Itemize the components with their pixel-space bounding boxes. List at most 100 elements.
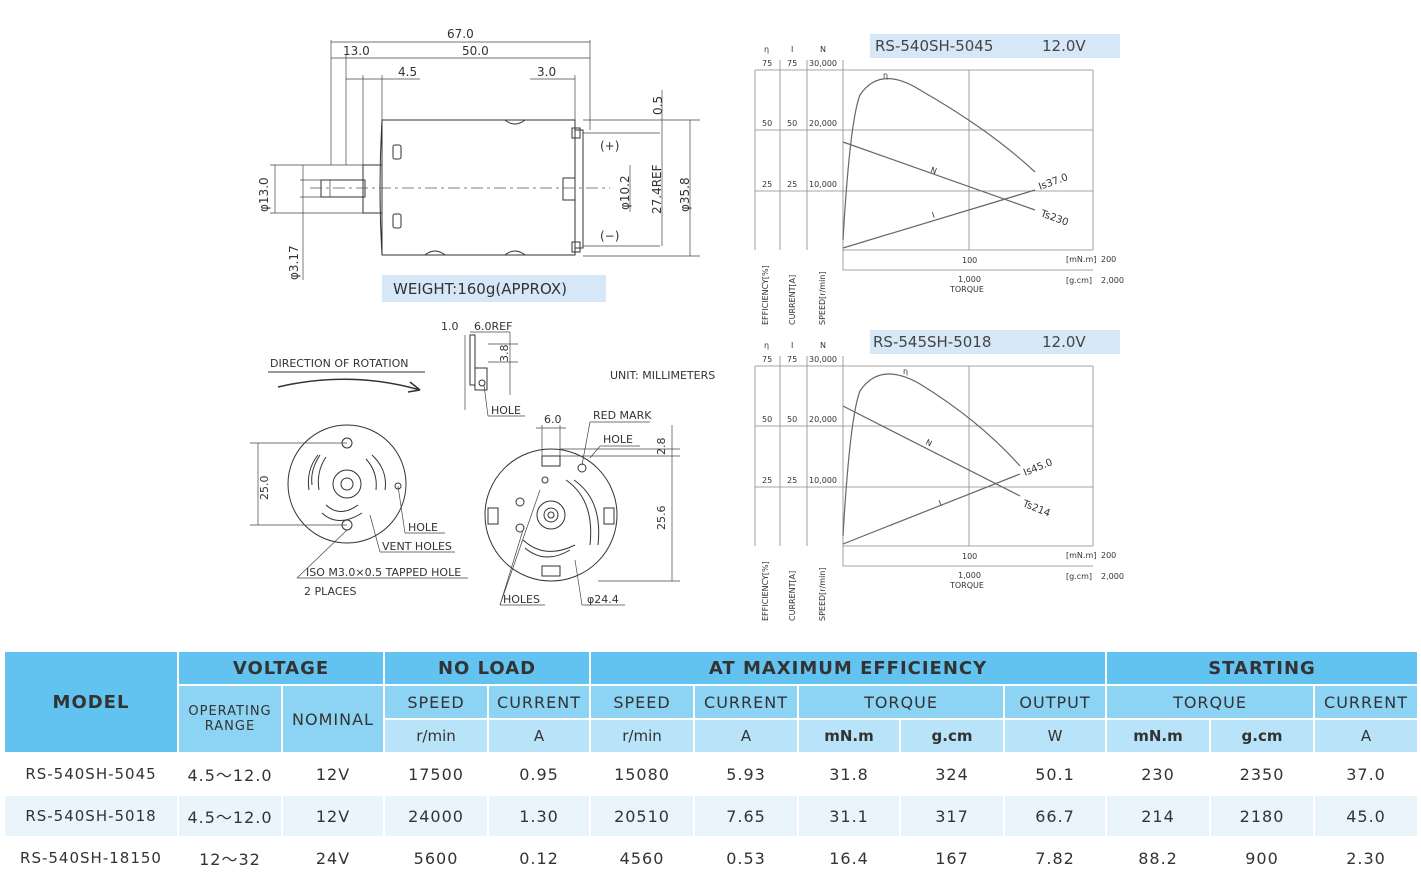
axis-head-i: I	[791, 341, 793, 350]
dim-6-0: 6.0	[544, 413, 562, 426]
eff-tick-50: 50	[762, 415, 772, 424]
header-row-3: r/min A r/min A mN.m g.cm W mN.m g.cm A	[4, 718, 1420, 754]
table-cell: 0.53	[693, 836, 800, 880]
table-cell: 12V	[280, 794, 386, 838]
header-row-1: MODEL VOLTAGE NO LOAD AT MAXIMUM EFFICIE…	[3, 650, 1420, 754]
dim-27-4-ref: 27.4REF	[650, 164, 664, 214]
table-cell: 324	[899, 752, 1006, 796]
table-cell: 214	[1105, 794, 1212, 838]
unit-st-torque-mnm: mN.m	[1105, 718, 1212, 754]
axis-head-eta: η	[764, 45, 769, 54]
gcm-tick-1000: 1,000	[958, 571, 981, 580]
vlabel-current: CURRENT[A]	[788, 275, 797, 325]
table-cell: 16.4	[797, 836, 902, 880]
table-cell: 50.1	[1003, 752, 1108, 796]
gcm-tick-2000: 2,000	[1101, 276, 1124, 285]
header-st-torque: TORQUE	[1105, 684, 1316, 720]
red-mark-label: RED MARK	[593, 409, 652, 422]
curve-label-i: I	[931, 211, 936, 220]
table-cell: 2180	[1209, 794, 1316, 838]
vlabel-speed: SPEED[r/min]	[818, 272, 827, 325]
spd-tick-30000: 30,000	[809, 355, 837, 364]
holes-label: HOLES	[503, 593, 540, 606]
curve-label-ts: Ts230	[1038, 208, 1070, 229]
dim-dia-13: φ13.0	[257, 177, 271, 212]
unit-me-output: W	[1003, 718, 1108, 754]
cur-tick-50: 50	[787, 119, 797, 128]
dim-4-5: 4.5	[398, 65, 417, 79]
table-cell: 317	[899, 794, 1006, 838]
unit-me-torque-gcm: g.cm	[899, 718, 1006, 754]
performance-chart-rs-545sh-5018: RS-545SH-5018 12.0V η I N 75 50 25 75 50…	[754, 330, 1124, 621]
dim-13: 13.0	[343, 44, 370, 58]
model-cell: RS-540SH-5018	[3, 794, 179, 838]
header-me-speed: SPEED	[589, 684, 696, 720]
mnm-tick-100: 100	[962, 256, 977, 265]
table-cell: 45.0	[1313, 794, 1420, 838]
table-cell: 2.30	[1313, 836, 1420, 880]
torque-label: TORQUE	[949, 285, 984, 294]
dim-dia-24-4: φ24.4	[587, 593, 619, 606]
unit-label: UNIT: MILLIMETERS	[610, 369, 715, 382]
table-cell: 12V	[280, 752, 386, 796]
table-cell: 24000	[383, 794, 490, 838]
terminal-hole-label: HOLE	[491, 404, 521, 417]
front-hole-label: HOLE	[408, 521, 438, 534]
dim-67: 67.0	[447, 27, 474, 41]
unit-me-speed: r/min	[589, 718, 696, 754]
curve-label-is: Is37.0	[1037, 172, 1069, 193]
axis-head-n: N	[820, 45, 826, 54]
table-cell: 4560	[589, 836, 696, 880]
unit-me-current: A	[693, 718, 800, 754]
vlabel-efficiency: EFFICIENCY[%]	[761, 561, 770, 621]
dim-50: 50.0	[462, 44, 489, 58]
table-cell: 5600	[383, 836, 490, 880]
table-cell: 37.0	[1313, 752, 1420, 796]
header-starting: STARTING	[1105, 650, 1420, 686]
vlabel-speed: SPEED[r/min]	[818, 568, 827, 621]
cur-tick-50: 50	[787, 415, 797, 424]
dim-2-8: 2.8	[655, 438, 668, 456]
chart-model: RS-540SH-5045	[875, 37, 993, 55]
spd-tick-30000: 30,000	[809, 59, 837, 68]
unit-st-current: A	[1313, 718, 1420, 754]
table-cell: 0.95	[487, 752, 592, 796]
header-max-efficiency: AT MAXIMUM EFFICIENCY	[589, 650, 1108, 686]
axis-head-eta: η	[764, 341, 769, 350]
eff-tick-50: 50	[762, 119, 772, 128]
rear-view: 6.0 RED MARK HOLE 2.8 25.6 HOLES φ24.4	[484, 409, 680, 606]
spd-tick-20000: 20,000	[809, 415, 837, 424]
motor-side-view: 67.0 13.0 50.0 4.5 3.0 (+) (−)	[257, 27, 700, 302]
mnm-unit: [mN.m]	[1066, 551, 1096, 560]
axis-head-n: N	[820, 341, 826, 350]
curve-label-eta: η	[883, 71, 888, 80]
rear-hole-label: HOLE	[603, 433, 633, 446]
technical-drawing: 67.0 13.0 50.0 4.5 3.0 (+) (−)	[250, 27, 1124, 621]
torque-label: TORQUE	[949, 581, 984, 590]
dim-dia-3-17: φ3.17	[287, 245, 301, 280]
specification-table: MODEL VOLTAGE NO LOAD AT MAXIMUM EFFICIE…	[3, 650, 1420, 880]
cur-tick-25: 25	[787, 180, 797, 189]
terminal-plus-label: (+)	[600, 139, 619, 153]
table-cell: 15080	[589, 752, 696, 796]
curve-label-n: N	[924, 438, 933, 449]
two-places-label: 2 PLACES	[304, 585, 356, 598]
header-row-2: OPERATING RANGE NOMINAL SPEED CURRENT SP…	[4, 684, 1420, 754]
direction-label: DIRECTION OF ROTATION	[270, 357, 409, 370]
cur-tick-75: 75	[787, 59, 797, 68]
header-operating-range: OPERATING RANGE	[177, 684, 283, 754]
chart-model: RS-545SH-5018	[873, 333, 991, 351]
unit-nl-speed: r/min	[383, 718, 490, 754]
curve-label-i: I	[938, 499, 943, 508]
front-view: 25.0 HOLE VENT HOLES ISO M3.0×0.5 TAPPED…	[250, 424, 468, 598]
dim-0-5: 0.5	[651, 96, 665, 115]
cur-tick-75: 75	[787, 355, 797, 364]
table-cell: 7.82	[1003, 836, 1108, 880]
table-cell: 24V	[280, 836, 386, 880]
header-nominal: NOMINAL	[280, 684, 386, 754]
spd-tick-10000: 10,000	[809, 476, 837, 485]
curve-label-eta: η	[903, 367, 908, 376]
header-nl-speed: SPEED	[383, 684, 490, 720]
